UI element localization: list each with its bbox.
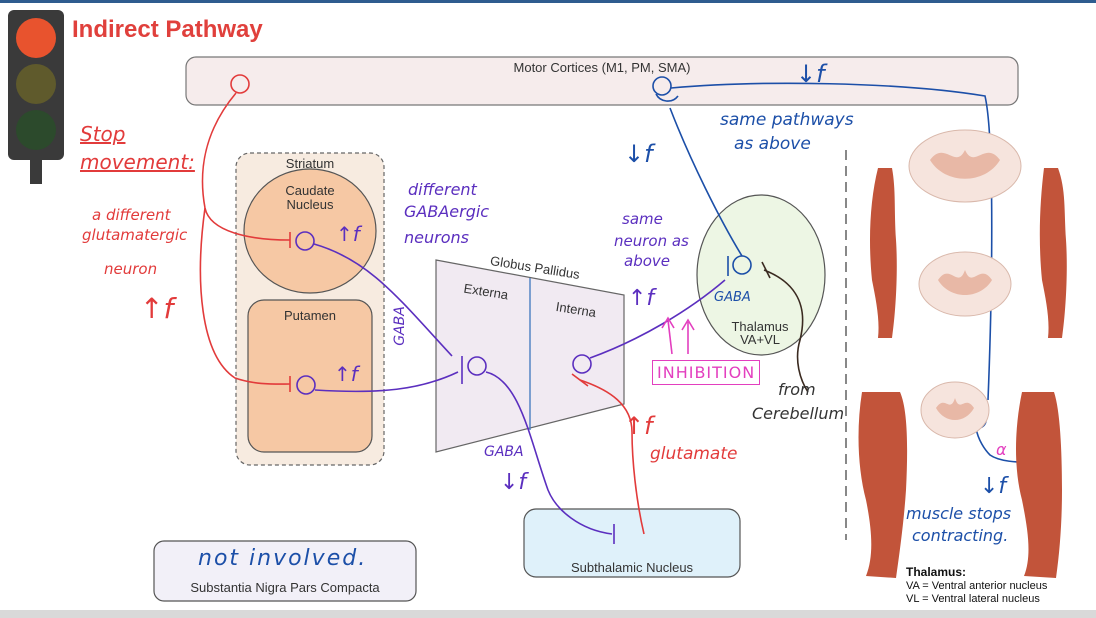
- same-pathways-line1: same pathways: [720, 110, 854, 130]
- striatum-label: Striatum: [285, 156, 335, 171]
- down-f-top: ↓f: [796, 60, 825, 88]
- traffic-light-red-icon: [8, 10, 64, 184]
- different-glut-line3: neuron: [104, 260, 158, 278]
- gaba-thalamus-label: GABA: [714, 290, 751, 305]
- up-f-left: ↑f: [140, 292, 174, 325]
- glutamatergic-pathway: [199, 74, 645, 535]
- stop-label: Stop: [80, 122, 126, 146]
- cerebellum-input: [763, 269, 809, 393]
- inhibition-label: INHIBITION: [652, 360, 761, 385]
- subthalamic-box: [523, 508, 741, 578]
- subthalamic-label: Subthalamic Nucleus: [570, 560, 694, 575]
- thalamus-legend: Thalamus: VA = Ventral anterior nucleus …: [906, 566, 1086, 606]
- up-f-interna: ↑f: [628, 286, 655, 311]
- motor-cortex-box: [185, 56, 1019, 106]
- alpha-label: α: [996, 440, 1007, 459]
- different-gaba-line1: different: [408, 180, 477, 199]
- different-gaba-line3: neurons: [404, 228, 469, 247]
- snpc-label: Substantia Nigra Pars Compacta: [190, 580, 380, 595]
- caudate-nucleus: [243, 168, 377, 294]
- same-neuron-line3: above: [624, 252, 670, 270]
- thalamus-nuclei-label: VA+VL: [740, 332, 780, 347]
- bottom-border: [0, 610, 1096, 618]
- muscle-stops-line2: contracting.: [912, 526, 1009, 545]
- putamen-label: Putamen: [283, 308, 337, 323]
- different-gaba-line2: GABAergic: [404, 202, 490, 221]
- down-f-cortex: ↓f: [624, 140, 653, 168]
- leg-muscle-icon: [858, 392, 1062, 578]
- same-pathways-line2: as above: [734, 134, 811, 154]
- up-f-caudate: ↑f: [336, 222, 360, 246]
- gaba-pathway: [295, 231, 726, 544]
- glutamate-label: glutamate: [650, 444, 738, 464]
- up-f-putamen: ↑f: [334, 362, 358, 386]
- up-f-stn: ↑f: [624, 412, 653, 440]
- arm-muscle-icon: [870, 168, 1067, 338]
- legend-line1: VA = Ventral anterior nucleus: [906, 580, 1048, 592]
- thalamus-label: Thalamus: [731, 319, 789, 334]
- snpc-box: [153, 540, 417, 602]
- different-glut-line1: a different: [92, 206, 171, 224]
- inhibition-arrows: [661, 316, 695, 355]
- legend-heading: Thalamus:: [906, 566, 967, 579]
- movement-label: movement:: [80, 150, 195, 174]
- spinal-cord-section-icon: [908, 129, 1022, 439]
- gaba-bottom-label: GABA: [484, 444, 524, 460]
- same-neuron-line2: neuron as: [614, 232, 689, 250]
- different-glut-line2: glutamatergic: [82, 226, 188, 244]
- cerebellum-label: Cerebellum: [752, 404, 845, 423]
- legend-line2: VL = Ventral lateral nucleus: [906, 593, 1040, 605]
- not-involved-label: not involved.: [198, 546, 368, 571]
- same-neuron-line1: same: [622, 210, 663, 228]
- motor-cortex-label: Motor Cortices (M1, PM, SMA): [513, 60, 691, 75]
- putamen-box: [247, 299, 373, 453]
- caudate-label: Caudate Nucleus: [285, 183, 335, 212]
- down-f-gpe: ↓f: [500, 470, 527, 495]
- down-f-muscle: ↓f: [980, 474, 1007, 499]
- muscle-stops-line1: muscle stops: [906, 504, 1012, 523]
- from-label: from: [778, 380, 816, 399]
- page-title: Indirect Pathway: [72, 16, 263, 43]
- top-border: [0, 0, 1096, 3]
- gaba-vertical-label: GABA: [391, 306, 408, 346]
